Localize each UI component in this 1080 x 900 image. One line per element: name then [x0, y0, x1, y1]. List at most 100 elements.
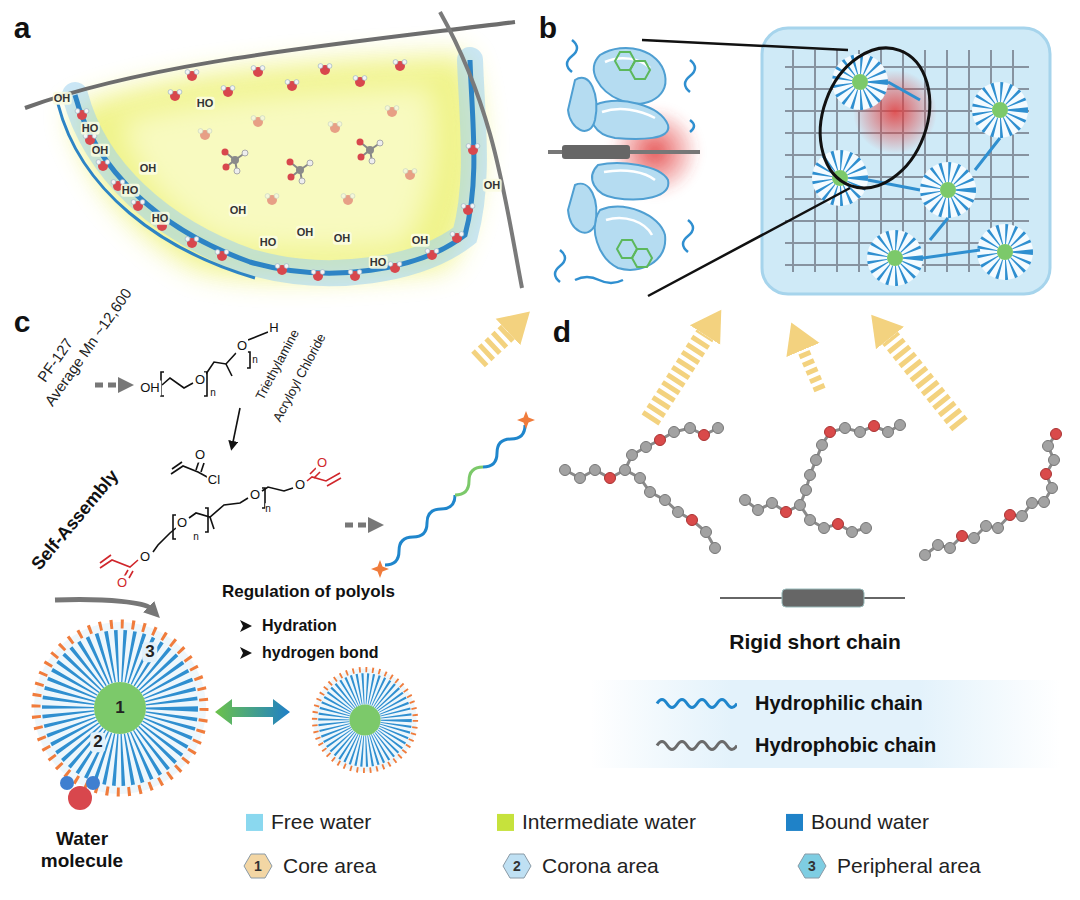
chain-sample-line — [657, 741, 737, 749]
synthesis-scheme — [247, 352, 250, 368]
rigid-chain-molecules — [840, 423, 851, 434]
hydration-illustration — [198, 106, 417, 205]
micelle-cross-section — [568, 78, 596, 131]
rigid-chain-molecules — [565, 470, 715, 548]
rigid-chain-molecules — [740, 495, 751, 506]
figure-label: O — [316, 456, 328, 471]
rigid-chain-molecules — [713, 423, 724, 434]
synthesis-scheme — [307, 473, 340, 481]
hydration-illustration — [348, 270, 362, 281]
rigid-chain-molecules — [701, 527, 712, 538]
synthesis-scheme — [172, 462, 182, 469]
rigid-chain-molecules — [699, 430, 710, 441]
hydration-illustration — [215, 250, 229, 261]
rigid-chain-molecules — [605, 473, 616, 484]
figure-label: 1 — [254, 858, 262, 874]
hydrogel-network — [812, 150, 868, 206]
hydration-illustration — [222, 149, 249, 175]
synthesis-scheme — [68, 786, 92, 810]
rigid-chain-molecules — [673, 507, 684, 518]
figure-label: OH — [483, 179, 502, 192]
micelle-cross-section — [555, 40, 695, 283]
rigid-chain-molecules — [560, 335, 1062, 768]
legend-text: Core area — [283, 854, 376, 878]
figure-label: Water molecule — [26, 828, 138, 872]
rigid-chain-molecules — [1049, 455, 1060, 466]
rigid-chain-molecules — [869, 421, 880, 432]
synthesis-scheme — [478, 332, 508, 360]
figure-label: HO — [151, 212, 170, 225]
water-swatch — [786, 813, 803, 830]
legend-item: Bound water — [786, 810, 929, 834]
legend-text: Free water — [271, 810, 371, 834]
synthesis-scheme — [189, 498, 248, 518]
figure-label: 1 — [115, 698, 124, 718]
figure-label: H — [268, 321, 279, 336]
rigid-chain-molecules — [933, 540, 944, 551]
rigid-chain-molecules — [803, 350, 820, 390]
synthesis-scheme — [100, 468, 341, 578]
hydration-illustration — [75, 60, 474, 273]
figure-label: 3 — [808, 858, 816, 874]
synthesis-scheme — [34, 332, 535, 810]
figure-label: O — [194, 448, 206, 463]
legend-item: Free water — [246, 810, 371, 834]
rigid-chain-molecules — [969, 533, 980, 544]
rigid-chain-molecules — [981, 521, 992, 532]
hydration-illustration — [341, 194, 355, 205]
hydrogel-network — [802, 33, 949, 204]
legend-text: Intermediate water — [522, 810, 696, 834]
figure-label: Regulation of polyols — [222, 582, 395, 602]
chain-sample — [655, 736, 737, 754]
water-swatch — [497, 813, 514, 830]
hydrogel-network — [972, 82, 1028, 138]
hydration-illustration — [388, 262, 402, 273]
micelle-cross-section — [568, 184, 596, 233]
hydration-illustration — [70, 55, 479, 278]
synthesis-scheme — [162, 378, 193, 388]
hydration-illustration — [450, 232, 464, 243]
hydration-illustration — [75, 109, 89, 120]
hydration-illustration — [75, 60, 474, 273]
hydration-illustration — [251, 66, 265, 77]
figure-label: OH — [296, 226, 315, 239]
rigid-chain-molecules — [641, 442, 652, 453]
hydration-illustration — [311, 270, 325, 281]
synthesis-scheme — [100, 555, 111, 563]
rigid-chain-molecules — [745, 425, 900, 512]
synthesis-scheme — [215, 699, 290, 725]
micelle-cross-section — [562, 145, 630, 159]
rigid-chain-molecules — [782, 589, 864, 607]
rigid-chain-molecules — [660, 495, 671, 506]
figure-label: O — [249, 488, 261, 503]
figure-label: O — [294, 478, 306, 493]
hydration-illustration — [131, 200, 145, 211]
figure-label: O — [194, 373, 206, 388]
synthesis-scheme — [314, 472, 320, 478]
figure-label: 2 — [513, 858, 521, 874]
synthesis-scheme — [173, 488, 265, 539]
hydration-illustration — [403, 169, 417, 180]
area-hexagon — [798, 854, 826, 878]
synthesis-scheme — [34, 622, 206, 794]
hydration-illustration — [461, 204, 475, 215]
figure-label: Cl — [207, 473, 221, 488]
rigid-chain-molecules — [855, 427, 866, 438]
hydration-illustration — [251, 116, 265, 127]
legend-item: Hydrophobic chain — [655, 734, 936, 757]
figure-label: OH — [139, 381, 161, 396]
micelle-cross-section — [632, 249, 652, 267]
rigid-chain-molecules — [767, 498, 778, 509]
hydrogel-network — [920, 162, 976, 218]
legend-item: Core area — [243, 853, 376, 879]
rigid-chain-molecules — [811, 455, 822, 466]
rigid-chain-molecules — [805, 470, 816, 481]
rigid-chain-molecules — [920, 550, 931, 561]
area-hexagon — [244, 854, 272, 878]
hydration-illustration — [96, 160, 110, 171]
synthesis-scheme — [95, 383, 120, 388]
rigid-chain-molecules — [650, 335, 705, 420]
rigid-chain-molecules — [861, 523, 872, 534]
chain-sample-line — [657, 699, 737, 707]
